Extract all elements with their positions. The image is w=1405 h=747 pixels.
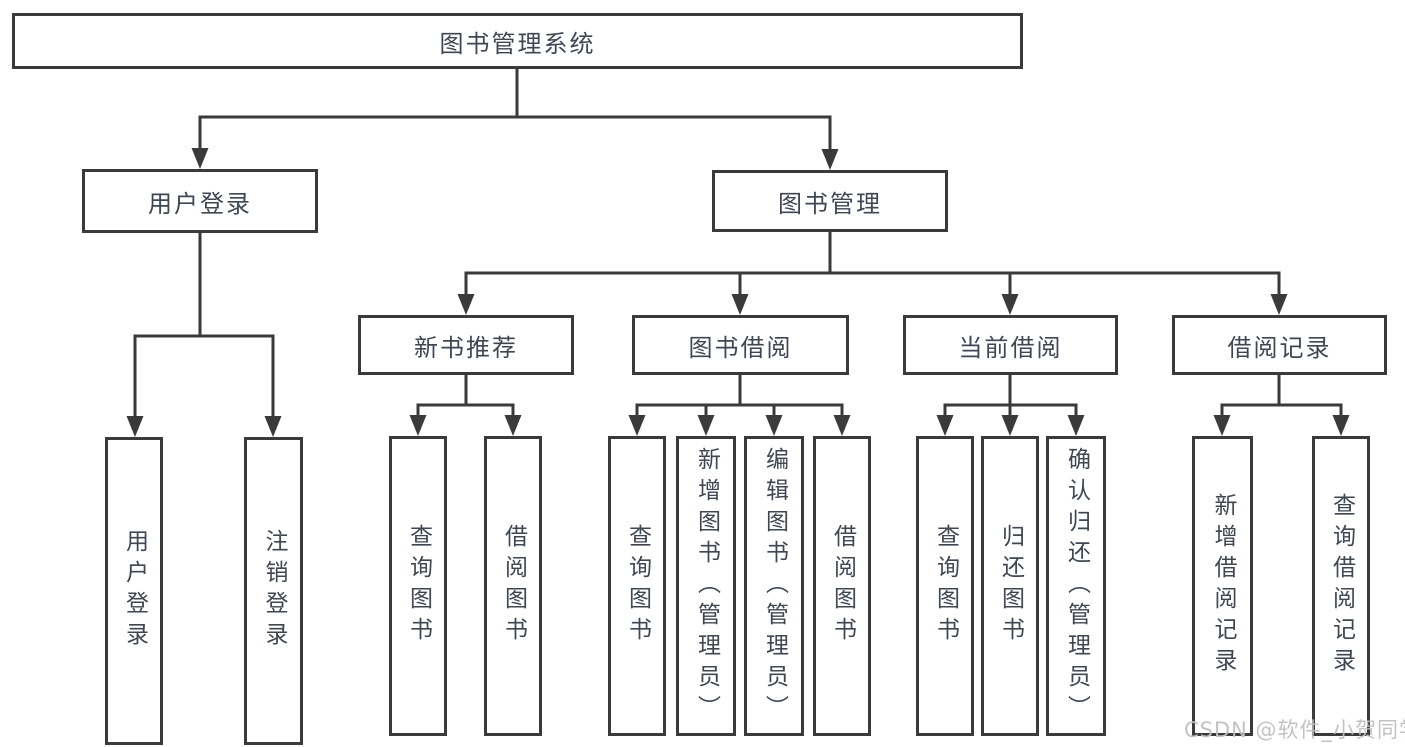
node-borrow-records: 借阅记录 bbox=[1172, 315, 1387, 375]
watermark: CSDN @软件_小贺同学 bbox=[1184, 718, 1405, 742]
arrowheads bbox=[126, 148, 1350, 437]
node-book-borrowing: 图书借阅 bbox=[632, 315, 849, 375]
leaf-add-book-admin: 新增图书（管理员） bbox=[676, 436, 736, 736]
leaf-borrow-books-borrowing: 借阅图书 bbox=[813, 436, 871, 736]
leaf-edit-book-admin: 编辑图书（管理员） bbox=[744, 436, 804, 736]
node-current-borrowing: 当前借阅 bbox=[903, 315, 1118, 375]
node-user-login: 用户登录 bbox=[82, 169, 318, 233]
leaf-query-borrow-record: 查询借阅记录 bbox=[1312, 436, 1370, 736]
leaf-query-books-borrowing: 查询图书 bbox=[608, 436, 666, 736]
leaf-logout: 注销登录 bbox=[244, 437, 303, 745]
leaf-user-login: 用户登录 bbox=[105, 437, 163, 745]
node-new-book-recommend: 新书推荐 bbox=[358, 315, 574, 375]
leaf-return-book: 归还图书 bbox=[981, 436, 1039, 736]
leaf-query-books-recommend: 查询图书 bbox=[389, 436, 447, 736]
node-root: 图书管理系统 bbox=[12, 13, 1023, 69]
leaf-borrow-books-recommend: 借阅图书 bbox=[484, 436, 542, 736]
leaf-confirm-return-admin: 确认归还（管理员） bbox=[1046, 436, 1106, 736]
leaf-query-books-current: 查询图书 bbox=[916, 436, 974, 736]
node-book-management: 图书管理 bbox=[712, 170, 948, 232]
leaf-add-borrow-record: 新增借阅记录 bbox=[1192, 436, 1253, 736]
